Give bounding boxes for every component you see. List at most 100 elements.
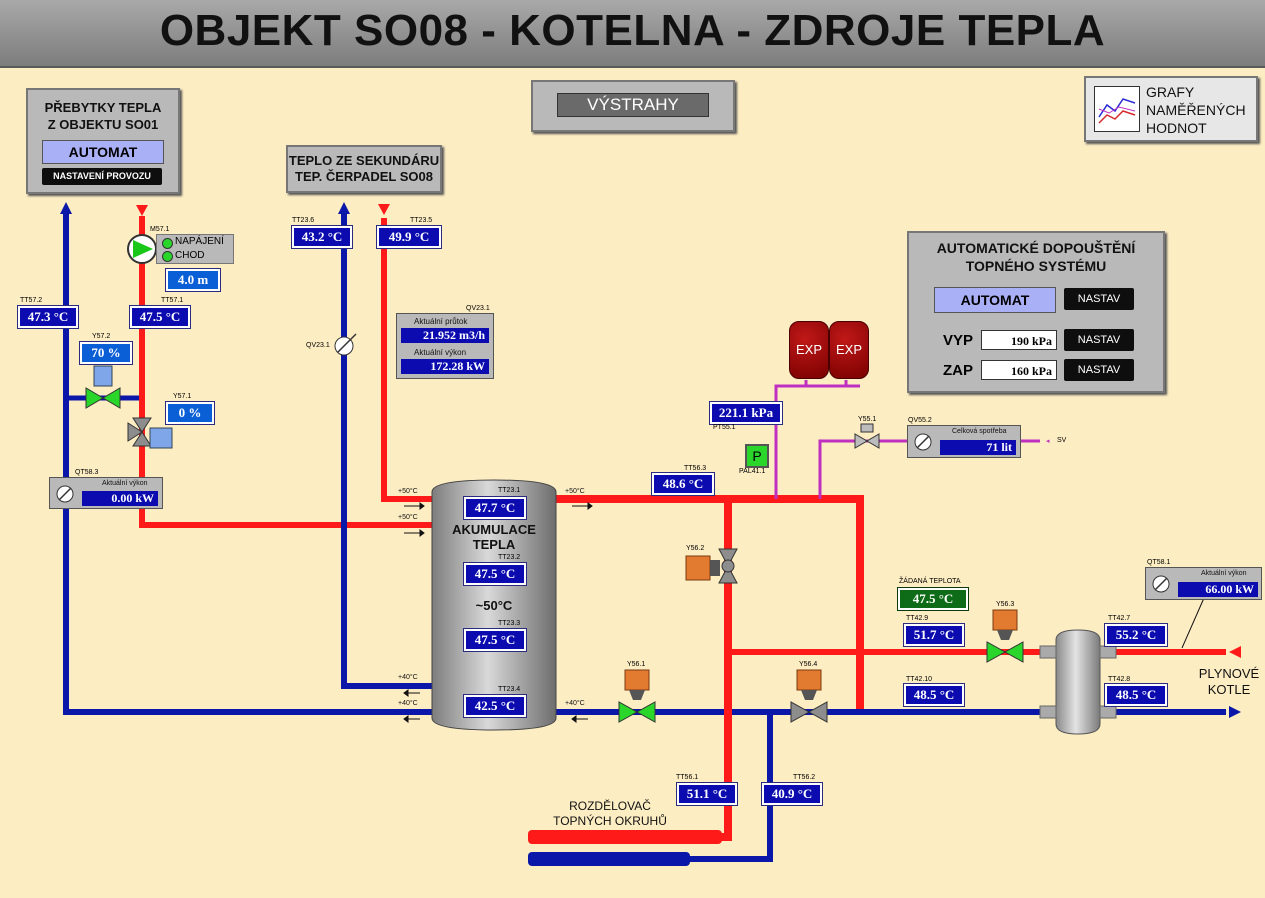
tt56-2-tag: TT56.2 bbox=[793, 774, 816, 781]
hydraulic-separator bbox=[1055, 629, 1101, 735]
arrow-up-icon bbox=[338, 202, 350, 214]
graphs-label-1: GRAFY bbox=[1146, 84, 1195, 100]
pump-power-label: NAPÁJENÍ bbox=[175, 236, 224, 247]
tank-label-1: AKUMULACE bbox=[452, 522, 536, 537]
vyp-label: VYP bbox=[943, 332, 974, 349]
qv23-1-tag: QV23.1 bbox=[466, 305, 490, 312]
auto-refill-panel: AUTOMATICKÉ DOPOUŠTĚNÍ TOPNÉHO SYSTÉMU A… bbox=[907, 231, 1165, 393]
valve-y55-1-icon bbox=[854, 433, 868, 449]
tt57-1-tag: TT57.1 bbox=[161, 297, 184, 304]
tt23-3-tag: TT23.3 bbox=[498, 620, 521, 627]
valve-y57-2-icon bbox=[85, 387, 104, 409]
arrow-up-icon bbox=[60, 202, 72, 214]
flow-temp-label: +50°C bbox=[398, 488, 418, 495]
zap-value: 160 kPa bbox=[981, 360, 1057, 380]
pipe-tank-top bbox=[556, 495, 864, 712]
qv23-1-power-label: Aktuální výkon bbox=[414, 348, 467, 357]
expansion-vessel-2[interactable]: EXP bbox=[829, 321, 869, 379]
so01-title-1: PŘEBYTKY TEPLA bbox=[44, 100, 162, 115]
qt58-3-meter[interactable]: Aktuální výkon 0.00 kW bbox=[49, 477, 163, 509]
tt42-8-tag: TT42.8 bbox=[1108, 676, 1131, 683]
secondary-title-2: TEP. ČERPADEL SO08 bbox=[295, 169, 433, 184]
qv23-1-symbol-tag: QV23.1 bbox=[306, 342, 330, 349]
setpoint-value[interactable]: 47.5 °C bbox=[898, 588, 968, 610]
tt42-10-tag: TT42.10 bbox=[906, 676, 933, 683]
flow-temp-label: +50°C bbox=[565, 488, 585, 495]
qt58-1-value: 66.00 kW bbox=[1178, 582, 1258, 597]
tank-approx-temp: ~50°C bbox=[475, 598, 513, 613]
tt42-7-value: 55.2 °C bbox=[1105, 624, 1167, 646]
so01-settings-button[interactable]: NASTAVENÍ PROVOZU bbox=[42, 168, 162, 185]
qv23-1-flow-label: Aktuální průtok bbox=[414, 317, 468, 326]
tt23-2-tag: TT23.2 bbox=[498, 554, 521, 561]
zap-nastav-button[interactable]: NASTAV bbox=[1064, 359, 1134, 381]
qv23-1-flow-value: 21.952 m3/h bbox=[401, 328, 489, 343]
pipe-hp-supply bbox=[381, 218, 432, 502]
graphs-button[interactable]: GRAFY NAMĚŘENÝCH HODNOT bbox=[1084, 76, 1258, 142]
so01-mode-button[interactable]: AUTOMAT bbox=[42, 140, 164, 164]
qt58-3-label: Aktuální výkon bbox=[102, 480, 148, 487]
setpoint-label: ŽÁDANÁ TEPLOTA bbox=[899, 578, 961, 585]
power-led-icon bbox=[162, 238, 173, 249]
distributor-supply-end bbox=[528, 830, 722, 844]
tt23-6-value: 43.2 °C bbox=[292, 226, 352, 248]
pump-head-value[interactable]: 4.0 m bbox=[166, 269, 220, 291]
qv55-2-meter[interactable]: Celková spotřeba 71 lit bbox=[907, 425, 1021, 458]
vyp-nastav-button[interactable]: NASTAV bbox=[1064, 329, 1134, 351]
refill-mode-button[interactable]: AUTOMAT bbox=[934, 287, 1056, 313]
qt58-1-tag: QT58.1 bbox=[1147, 559, 1171, 566]
arrow-down-icon bbox=[378, 204, 390, 215]
vyp-value: 190 kPa bbox=[981, 330, 1057, 350]
tt56-3-tag: TT56.3 bbox=[684, 465, 707, 472]
graphs-label-3: HODNOT bbox=[1146, 120, 1207, 136]
refill-mode-nastav-button[interactable]: NASTAV bbox=[1064, 288, 1134, 310]
tt23-4-value: 42.5 °C bbox=[464, 695, 526, 717]
gauge-icon bbox=[1152, 575, 1170, 593]
distributor-label: ROZDĚLOVAČ TOPNÝCH OKRUHŮ bbox=[548, 799, 672, 829]
y56-4-tag: Y56.4 bbox=[799, 661, 818, 668]
tank-label-2: TEPLA bbox=[472, 537, 516, 552]
expansion-vessel-1[interactable]: EXP bbox=[789, 321, 829, 379]
tt57-2-value: 47.3 °C bbox=[18, 306, 78, 328]
distributor-label-1: ROZDĚLOVAČ bbox=[569, 799, 651, 813]
accumulation-tank bbox=[431, 479, 557, 731]
tt23-3-value: 47.5 °C bbox=[464, 629, 526, 651]
so01-surplus-panel: PŘEBYTKY TEPLA Z OBJEKTU SO01 AUTOMAT NA… bbox=[26, 88, 180, 194]
flow-temp-label: +40°C bbox=[398, 674, 418, 681]
pt55-1-value: 221.1 kPa bbox=[710, 402, 782, 424]
distributor-label-2: TOPNÝCH OKRUHŮ bbox=[553, 814, 667, 828]
flow-arrows bbox=[403, 502, 593, 723]
graphs-label-2: NAMĚŘENÝCH bbox=[1146, 102, 1246, 118]
tt23-1-tag: TT23.1 bbox=[498, 487, 521, 494]
qt58-1-meter[interactable]: Aktuální výkon 66.00 kW bbox=[1145, 567, 1262, 600]
qv55-2-label: Celková spotřeba bbox=[952, 428, 1007, 435]
pressure-switch-icon[interactable]: P bbox=[745, 444, 769, 468]
arrow-right-icon bbox=[1229, 706, 1241, 718]
qt58-3-tag: QT58.3 bbox=[75, 469, 99, 476]
pal41-1-tag: PAL41.1 bbox=[739, 468, 766, 475]
warnings-button[interactable]: VÝSTRAHY bbox=[557, 93, 709, 117]
tt56-1-value: 51.1 °C bbox=[677, 783, 737, 805]
sv-label: SV bbox=[1057, 437, 1067, 444]
gas-boilers-label: PLYNOVÉ KOTLE bbox=[1192, 666, 1265, 698]
qt58-1-label: Aktuální výkon bbox=[1201, 570, 1247, 577]
pump-status-panel[interactable]: NAPÁJENÍ CHOD bbox=[156, 234, 234, 264]
refill-title-2: TOPNÉHO SYSTÉMU bbox=[965, 258, 1107, 274]
tank-label: AKUMULACE TEPLA bbox=[432, 522, 556, 552]
qt58-3-value: 0.00 kW bbox=[82, 491, 158, 506]
gauge-icon bbox=[56, 485, 74, 503]
arrow-left-icon bbox=[1229, 646, 1241, 658]
y57-2-value[interactable]: 70 % bbox=[80, 342, 132, 364]
tt42-8-value: 48.5 °C bbox=[1105, 684, 1167, 706]
y57-1-value[interactable]: 0 % bbox=[166, 402, 214, 424]
page-title: OBJEKT SO08 - KOTELNA - ZDROJE TEPLA bbox=[159, 6, 1106, 55]
qv23-1-meter[interactable]: Aktuální průtok 21.952 m3/h Aktuální výk… bbox=[396, 313, 494, 379]
y56-1-tag: Y56.1 bbox=[627, 661, 646, 668]
qv23-1-power-value: 172.28 kW bbox=[401, 359, 489, 374]
y57-1-tag: Y57.1 bbox=[173, 393, 192, 400]
tt42-7-tag: TT42.7 bbox=[1108, 615, 1131, 622]
gas-boilers-label-1: PLYNOVÉ bbox=[1198, 666, 1260, 681]
run-led-icon bbox=[162, 251, 173, 262]
so01-title-2: Z OBJEKTU SO01 bbox=[47, 117, 159, 132]
